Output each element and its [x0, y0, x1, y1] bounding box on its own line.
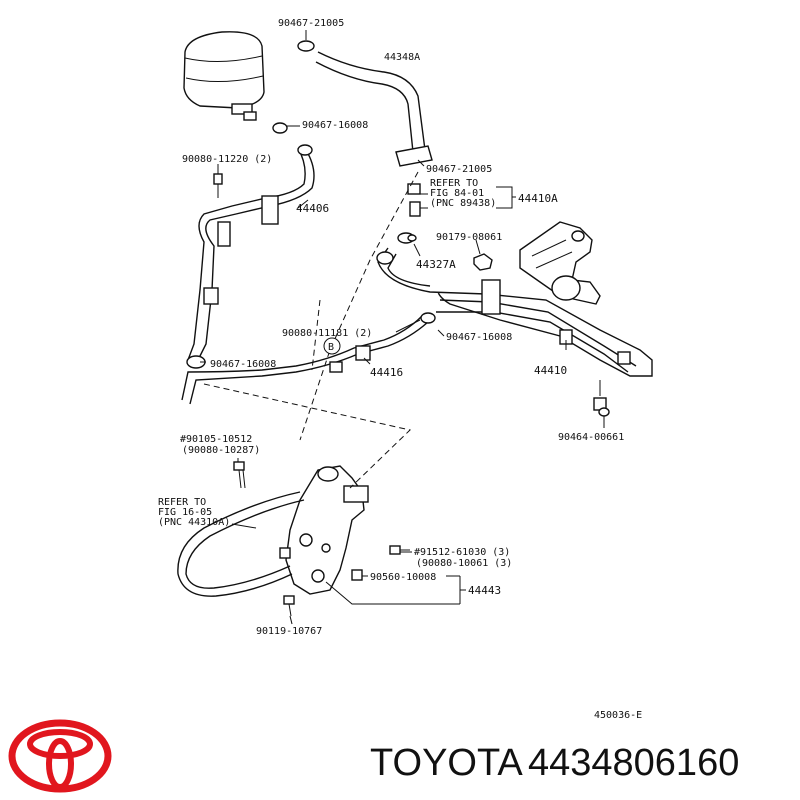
label-44416: 44416 [370, 366, 403, 379]
leader-lines [200, 30, 605, 625]
bolt-90105-10512 [233, 461, 246, 489]
label-refer-16-line3: (PNC 44310A) [158, 517, 230, 528]
dashed-reference-lines [203, 171, 419, 489]
label-90080-10287: (90080-10287) [182, 445, 260, 456]
label-44443: 44443 [468, 584, 501, 597]
bolt-90080-11220 [213, 173, 223, 198]
washer-90560-10008 [351, 569, 363, 581]
bolt-91512-61030 [389, 545, 410, 555]
steering-rack [519, 221, 601, 305]
reservoir-tank [183, 31, 265, 121]
hose-clamp-90467-16008 [272, 122, 288, 134]
return-hose-44348a [315, 51, 433, 167]
toyota-logo [8, 719, 112, 793]
label-refer-16-line1: REFER TO [158, 497, 206, 508]
label-90080-10061: (90080-10061 (3) [416, 558, 512, 569]
part-labels: 90467-21005 44348A 90467-16008 90080-112… [158, 18, 642, 721]
label-90464-00661: 90464-00661 [558, 432, 624, 443]
label-90080-11181: 90080-11181 (2) [282, 328, 372, 339]
diagram-code: 450036-E [594, 710, 642, 721]
rack-lines-44410 [376, 247, 653, 377]
label-90080-11220: 90080-11220 (2) [182, 154, 272, 165]
brand-name: TOYOTA [370, 742, 523, 784]
label-44410: 44410 [534, 364, 567, 377]
label-90467-21005-mid: 90467-21005 [426, 164, 492, 175]
callout-b-label: B [328, 342, 334, 353]
label-44406: 44406 [296, 202, 329, 215]
suction-hose-44406 [186, 144, 315, 369]
label-refer-84-line2: FIG 84-01 [430, 188, 484, 199]
gasket-44327a [397, 232, 417, 244]
callout-b: B [323, 337, 341, 355]
label-90560-10008: 90560-10008 [370, 572, 436, 583]
label-refer-84-line1: REFER TO [430, 178, 478, 189]
label-44348a: 44348A [384, 52, 420, 63]
label-90179-08061: 90179-08061 [436, 232, 502, 243]
label-44410a: 44410A [518, 192, 558, 205]
nut-90179-08061 [473, 253, 493, 271]
power-steering-pump [279, 465, 369, 595]
label-91512-61030: #91512-61030 (3) [414, 547, 510, 558]
drive-belt [177, 491, 305, 597]
label-44327a: 44327A [416, 258, 456, 271]
part-number: 4434806160 [528, 742, 739, 784]
bolt-90119-10767 [283, 595, 295, 617]
label-90467-16008-b: 90467-16008 [446, 332, 512, 343]
label-90119-10767: 90119-10767 [256, 626, 322, 637]
label-90467-16008-c: 90467-16008 [210, 359, 276, 370]
label-refer-84-line3: (PNC 89438) [430, 198, 496, 209]
label-refer-16-line2: FIG 16-05 [158, 507, 212, 518]
label-90467-21005-top: 90467-21005 [278, 18, 344, 29]
union-fitting-44410a [407, 183, 421, 217]
pressure-line-44416 [181, 312, 436, 405]
label-90105-10512: #90105-10512 [180, 434, 252, 445]
clamp-90464-00661 [593, 397, 610, 417]
label-90467-16008-a: 90467-16008 [302, 120, 368, 131]
hose-clamp-90467-21005-top [297, 40, 315, 52]
